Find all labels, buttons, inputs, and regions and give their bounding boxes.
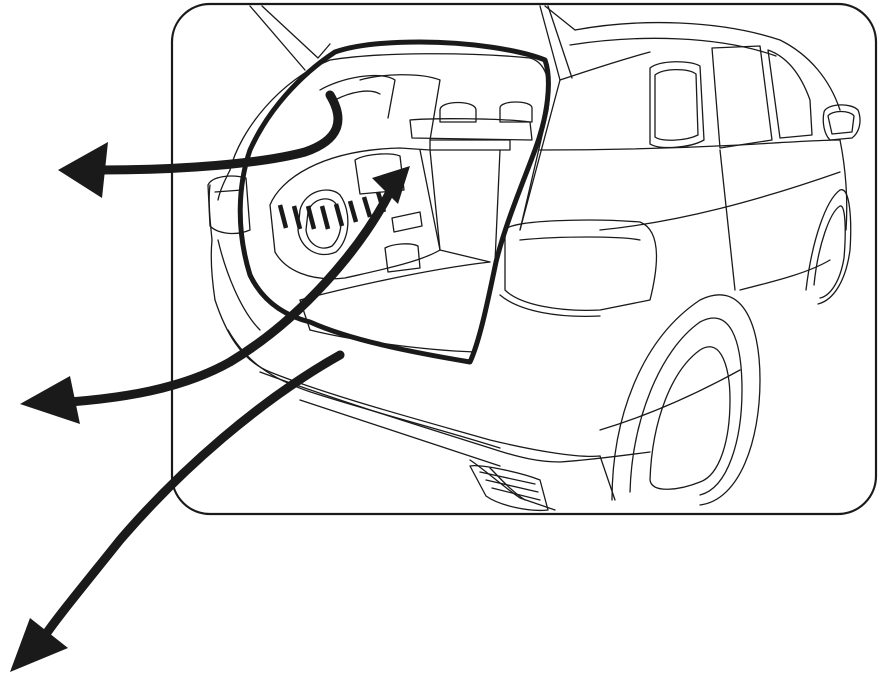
lower-left-arrow-head	[10, 618, 68, 672]
upper-left-arrow-head	[58, 142, 108, 198]
illustration-frame	[172, 4, 876, 514]
middle-left-arrow-head	[20, 376, 80, 424]
